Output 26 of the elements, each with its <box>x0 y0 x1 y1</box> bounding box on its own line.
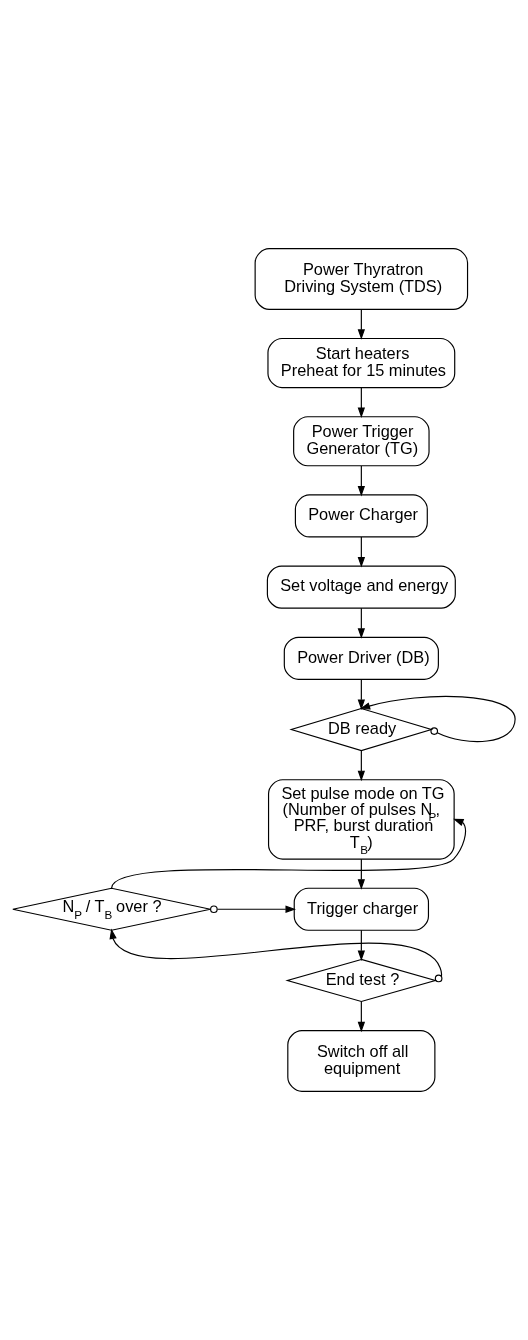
node-diamond: End test ? <box>285 958 438 1003</box>
arrow <box>111 818 467 889</box>
arrow <box>357 387 366 418</box>
arrow <box>357 465 366 497</box>
node-box: Set pulse mode on TG (Number of pulses N$_{P}$, PRF, burst duration T$_{B}$) <box>267 779 455 860</box>
node-box: Start heaters Preheat for 15 minutes <box>267 337 456 389</box>
node-box: Trigger charger <box>293 887 430 931</box>
arrow <box>357 536 366 568</box>
arrow <box>357 749 366 782</box>
arrow <box>109 928 443 983</box>
node-box: Switch off all equipment <box>287 1030 436 1092</box>
node-diamond: DB ready <box>289 707 434 752</box>
node-diamond: N$_{P}$ / T$_{B}$ over ? <box>12 887 211 931</box>
arrow <box>359 695 516 743</box>
arrow <box>210 905 296 914</box>
node-box: Power Driver (DB) <box>283 636 439 680</box>
arrow <box>357 929 366 961</box>
arrow <box>357 1001 366 1033</box>
node-box: Power Thyratron Driving System (TDS) <box>254 248 469 310</box>
arrow <box>357 607 366 639</box>
node-box: Power Trigger Generator (TG) <box>293 416 430 467</box>
arrow <box>357 309 366 340</box>
node-box: Power Charger <box>294 494 428 538</box>
arrow <box>357 858 366 890</box>
node-box: Set voltage and energy <box>266 565 456 609</box>
arrow <box>357 678 366 711</box>
